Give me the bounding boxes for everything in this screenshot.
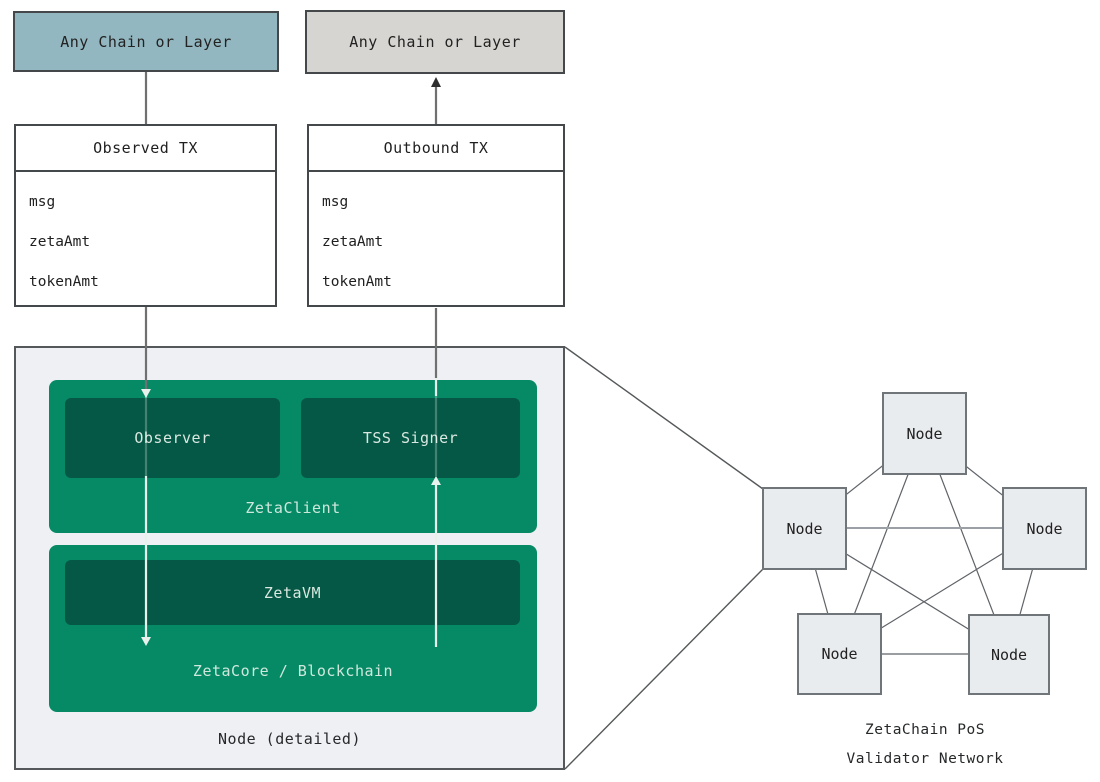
outbound-tx-field-tokenamt: tokenAmt <box>322 274 392 290</box>
outbound-tx-box: Outbound TX msg zetaAmt tokenAmt <box>307 124 565 307</box>
validator-node-label: Node <box>1026 519 1063 538</box>
tss-signer-box: TSS Signer <box>301 398 520 478</box>
outbound-tx-title: Outbound TX <box>309 126 563 172</box>
observer-label: Observer <box>134 429 211 447</box>
zoom-wedge-bottom-line <box>564 568 764 770</box>
zetaclient-box: Observer TSS Signer ZetaClient <box>49 380 537 533</box>
observed-tx-field-msg: msg <box>29 194 56 210</box>
observed-tx-fields: msg zetaAmt tokenAmt <box>16 172 275 302</box>
validator-network-caption: ZetaChain PoS Validator Network <box>800 716 1050 774</box>
source-chain-label: Any Chain or Layer <box>60 32 232 51</box>
source-chain-box: Any Chain or Layer <box>13 11 279 72</box>
validator-node-label: Node <box>990 645 1028 664</box>
zetacore-box: ZetaVM ZetaCore / Blockchain <box>49 545 537 712</box>
validator-node-left: Node <box>762 487 847 570</box>
validator-node-label: Node <box>821 645 858 663</box>
validator-node-bottom-left: Node <box>797 613 882 695</box>
zetavm-box: ZetaVM <box>65 560 520 625</box>
node-detailed-caption: Node (detailed) <box>218 730 361 748</box>
validator-network-caption-line2: Validator Network <box>846 751 1004 767</box>
tss-signer-label: TSS Signer <box>362 429 459 447</box>
destination-chain-label: Any Chain or Layer <box>349 33 521 51</box>
validator-node-top: Node <box>882 392 967 475</box>
validator-node-label: Node <box>786 519 823 538</box>
zoom-wedge-top-line <box>564 346 764 490</box>
outbound-tx-fields: msg zetaAmt tokenAmt <box>309 172 563 302</box>
validator-node-bottom-right: Node <box>968 614 1050 695</box>
validator-network-caption-line1: ZetaChain PoS <box>865 722 985 738</box>
arrowhead-into-destination-chain <box>431 77 441 87</box>
zetavm-label: ZetaVM <box>263 583 322 602</box>
observed-tx-box: Observed TX msg zetaAmt tokenAmt <box>14 124 277 307</box>
observed-tx-field-tokenamt: tokenAmt <box>29 274 99 290</box>
outbound-tx-field-zetaamt: zetaAmt <box>322 234 384 250</box>
node-detailed-panel: Observer TSS Signer ZetaClient ZetaVM Ze… <box>14 346 565 770</box>
destination-chain-box: Any Chain or Layer <box>305 10 565 74</box>
observer-box: Observer <box>65 398 280 478</box>
outbound-tx-field-msg: msg <box>322 194 349 210</box>
zetacore-label: ZetaCore / Blockchain <box>192 662 394 680</box>
validator-node-label: Node <box>906 424 943 443</box>
validator-node-right: Node <box>1002 487 1087 570</box>
zetaclient-label: ZetaClient <box>245 499 341 517</box>
observed-tx-title: Observed TX <box>16 126 275 172</box>
observed-tx-field-zetaamt: zetaAmt <box>29 234 91 250</box>
